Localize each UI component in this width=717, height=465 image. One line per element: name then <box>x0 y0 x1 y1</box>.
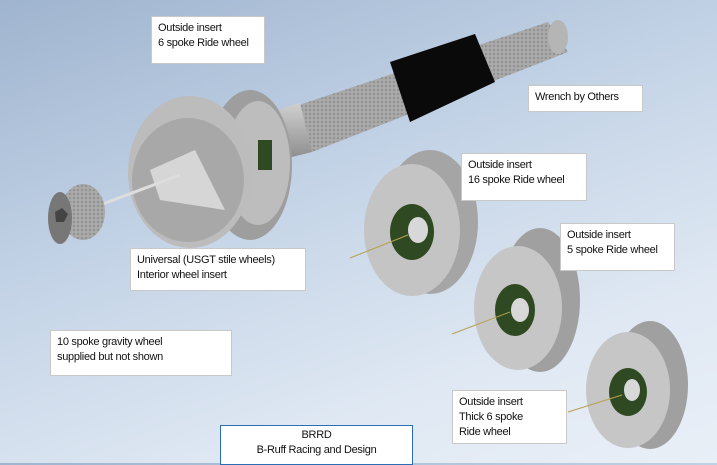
company-name: B-Ruff Racing and Design <box>256 444 377 456</box>
five-spoke-wheel <box>451 228 580 372</box>
label-line: Outside insert <box>468 159 532 171</box>
company-abbreviation: BRRD <box>301 429 332 441</box>
label-line: Wrench by Others <box>535 91 619 103</box>
label-thick-six-spoke-ride-wheel: Outside insert Thick 6 spoke Ride wheel <box>452 390 567 444</box>
sixteen-spoke-wheel <box>349 150 478 296</box>
label-six-spoke-ride-wheel: Outside insert 6 spoke Ride wheel <box>151 16 265 64</box>
label-line: Outside insert <box>158 22 222 34</box>
label-universal-interior-insert: Universal (USGT stile wheels) Interior w… <box>130 248 306 291</box>
label-sixteen-spoke-ride-wheel: Outside insert 16 spoke Ride wheel <box>461 153 587 201</box>
label-line: 16 spoke Ride wheel <box>468 174 565 186</box>
label-line: Outside insert <box>459 396 523 408</box>
label-line: Interior wheel insert <box>137 269 227 281</box>
label-wrench: Wrench by Others <box>528 85 643 112</box>
label-line: 5 spoke Ride wheel <box>567 244 658 256</box>
label-line: Thick 6 spoke <box>459 411 523 423</box>
label-line: 6 spoke Ride wheel <box>158 37 249 49</box>
label-five-spoke-ride-wheel: Outside insert 5 spoke Ride wheel <box>560 223 675 271</box>
label-line: Universal (USGT stile wheels) <box>137 254 275 266</box>
label-line: Ride wheel <box>459 426 511 438</box>
label-line: supplied but not shown <box>57 351 163 363</box>
company-title-box: BRRD B-Ruff Racing and Design <box>220 425 413 465</box>
label-ten-spoke-gravity-wheel: 10 spoke gravity wheel supplied but not … <box>50 330 232 376</box>
thick-six-spoke-wheel <box>567 321 688 449</box>
axle-and-knurled-nut <box>48 173 181 244</box>
wrench-handle <box>262 20 568 160</box>
universal-interior-insert <box>128 90 292 248</box>
label-line: Outside insert <box>567 229 631 241</box>
label-line: 10 spoke gravity wheel <box>57 336 163 348</box>
